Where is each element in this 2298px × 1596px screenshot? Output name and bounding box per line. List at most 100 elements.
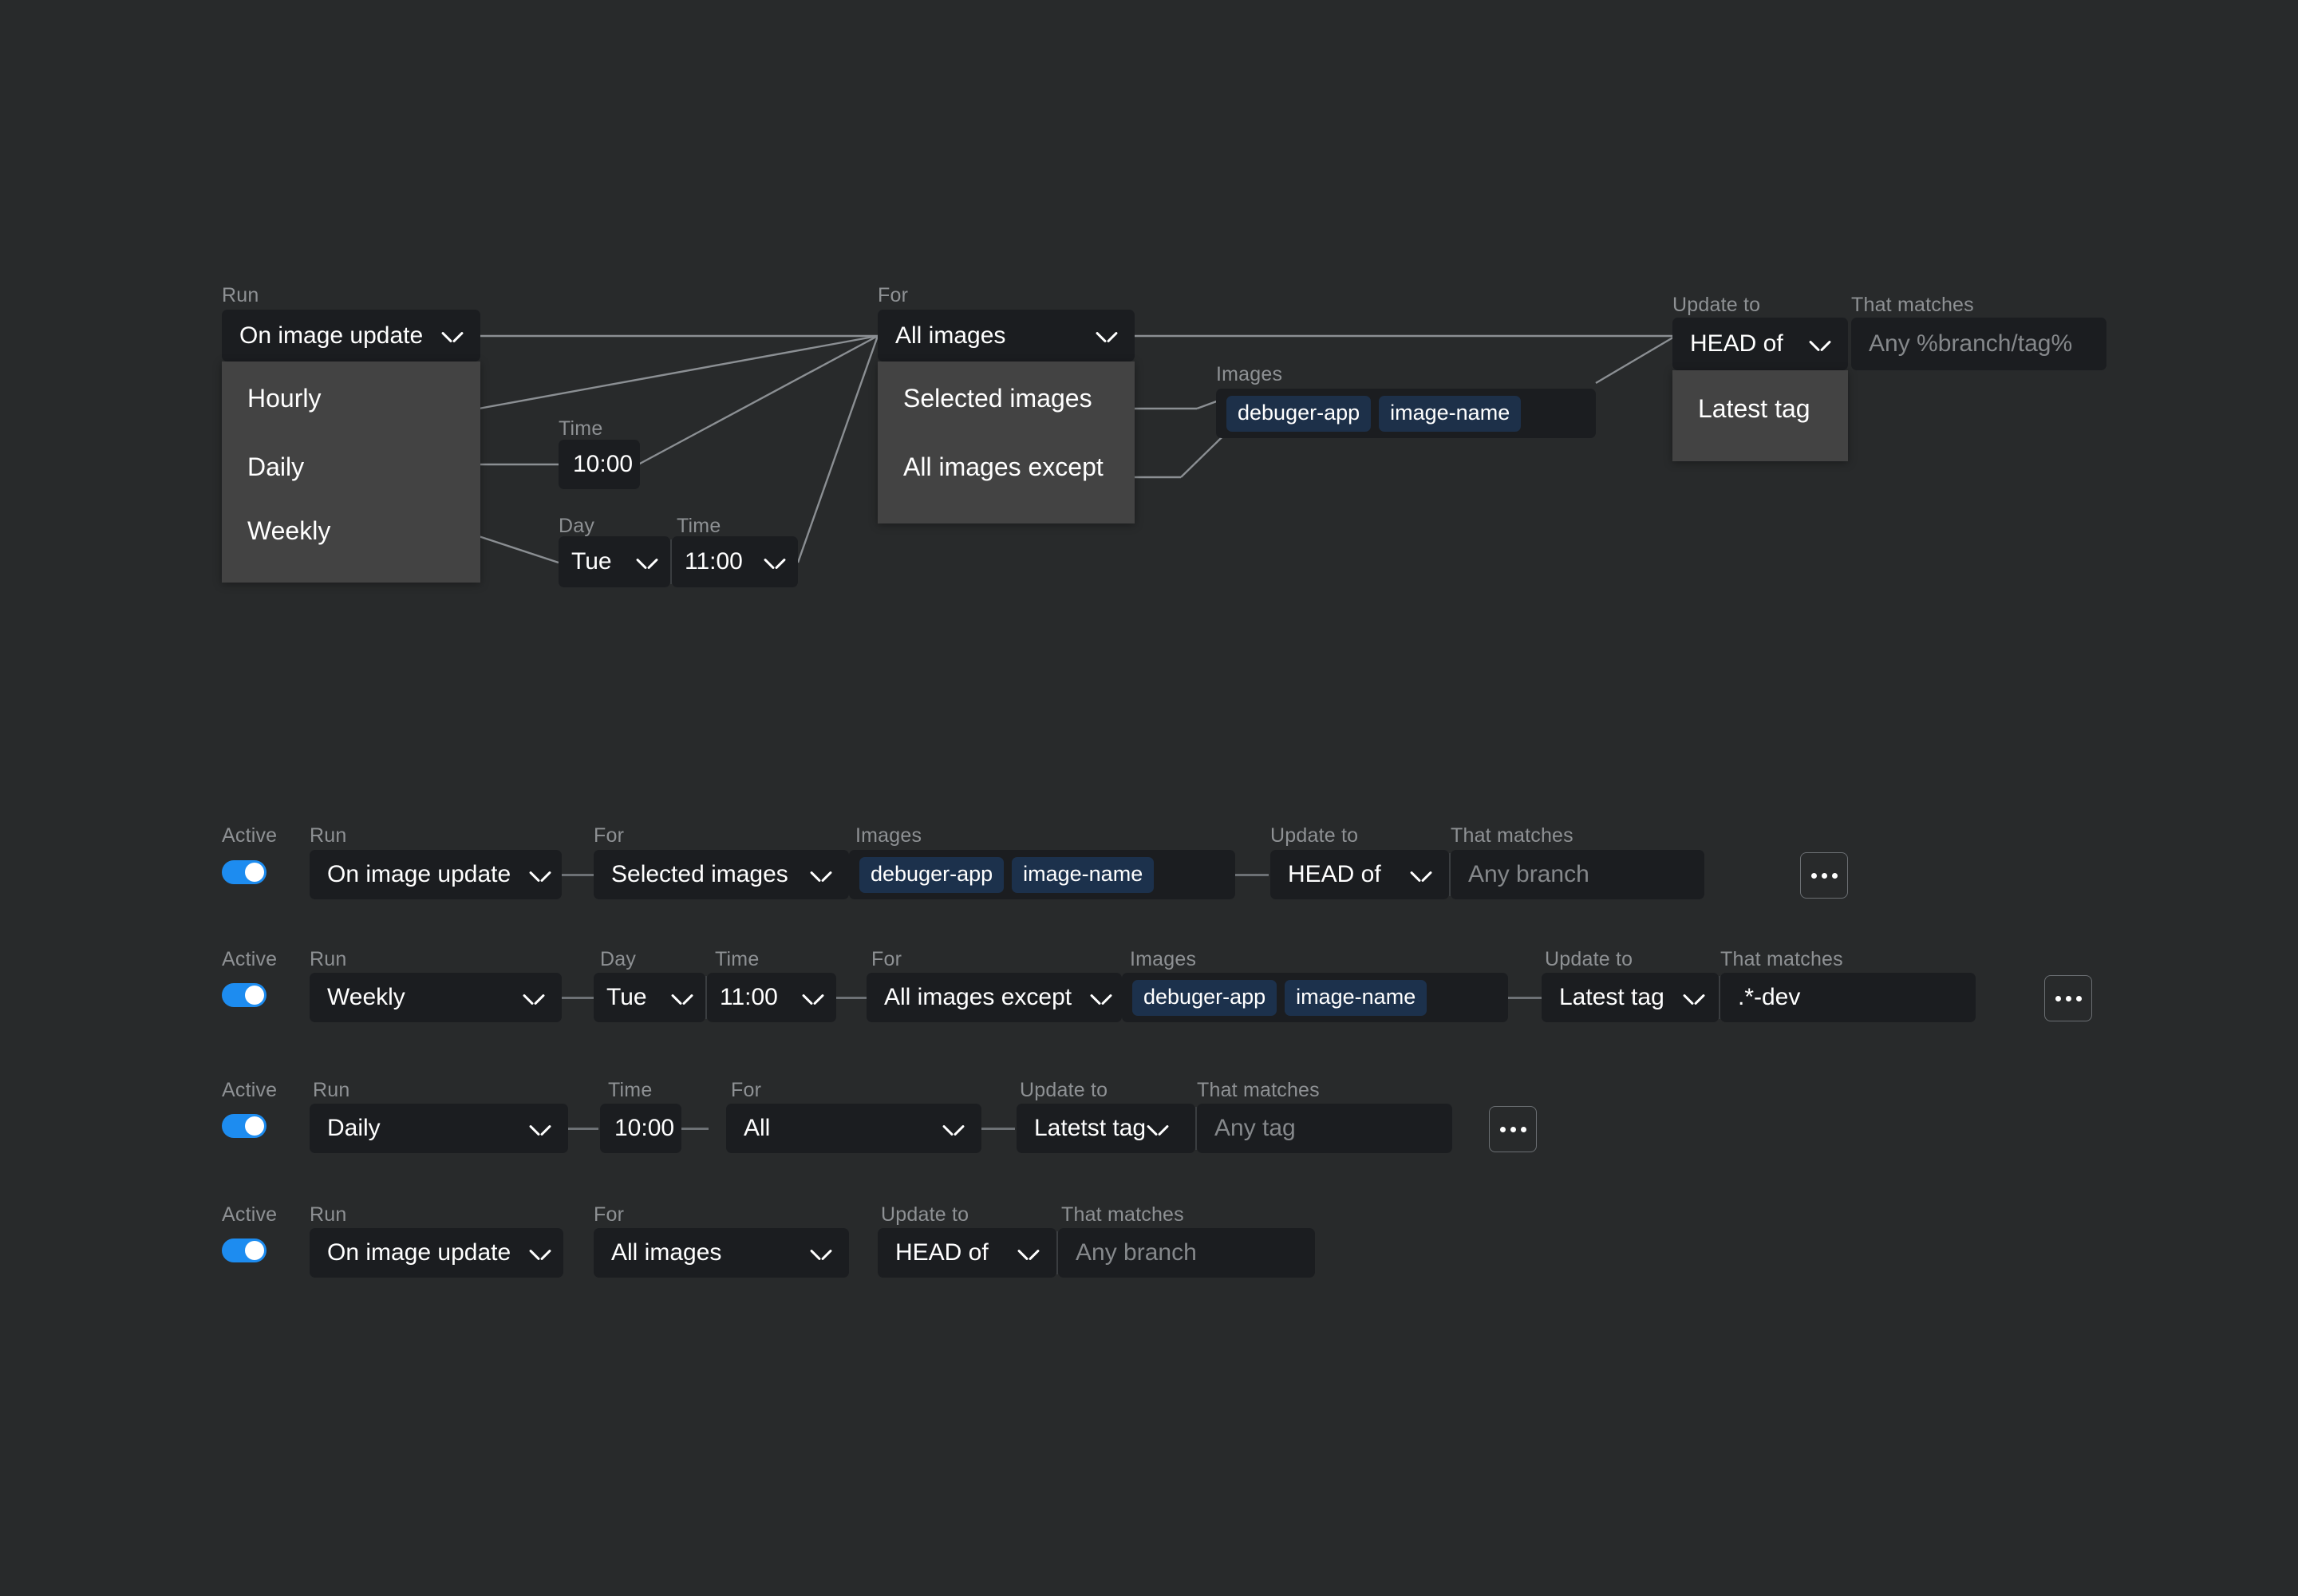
diagram-for-menu-item-selected-images[interactable]: Selected images	[878, 361, 1135, 435]
diagram-weekly-day-select[interactable]: Tue	[559, 536, 670, 587]
row1-for-label: For	[594, 824, 625, 847]
row1-connector-images-update	[1235, 874, 1269, 876]
row3-run-select[interactable]: Daily	[310, 1104, 568, 1153]
image-chip[interactable]: image-name	[1379, 395, 1522, 432]
image-chip[interactable]: debuger-app	[1226, 395, 1372, 432]
menu-item-label: Hourly	[247, 383, 322, 413]
row1-run-select[interactable]: On image update	[310, 850, 562, 899]
row2-run-value: Weekly	[327, 984, 405, 1010]
row2-active-toggle[interactable]	[222, 983, 267, 1007]
row2-time-value: 11:00	[720, 984, 778, 1010]
row2-for-value: All images except	[884, 984, 1072, 1010]
row3-active-toggle[interactable]	[222, 1114, 267, 1138]
diagram-run-menu-item-weekly[interactable]: Weekly	[222, 499, 480, 563]
row2-day-label: Day	[600, 948, 637, 970]
row4-that-matches-placeholder: Any branch	[1076, 1239, 1197, 1266]
row1-active-toggle[interactable]	[222, 860, 267, 884]
diagram-weekly-day-value: Tue	[571, 548, 612, 575]
diagram-weekly-time-select[interactable]: 11:00	[672, 536, 798, 587]
diagram-for-menu[interactable]: Selected images All images except	[878, 361, 1135, 523]
menu-item-label: Latest tag	[1698, 393, 1810, 423]
row3-active-label: Active	[222, 1079, 278, 1101]
diagram-for-select[interactable]: All images	[878, 310, 1135, 361]
diagram-hourly-time-value: 10:00	[573, 451, 634, 477]
row2-run-select[interactable]: Weekly	[310, 973, 562, 1022]
diagram-hourly-time-input[interactable]: 10:00	[559, 440, 640, 489]
row2-images-chipbox[interactable]: debuger-app image-name	[1122, 973, 1508, 1022]
row3-time-input[interactable]: 10:00	[600, 1104, 681, 1153]
diagram-update-to-select[interactable]: HEAD of	[1672, 318, 1848, 370]
chevron-down-icon	[1684, 992, 1704, 1004]
chevron-down-icon	[803, 992, 823, 1004]
diagram-run-menu-item-hourly[interactable]: Hourly	[222, 361, 480, 435]
row1-update-to-select[interactable]: HEAD of	[1270, 850, 1449, 899]
diagram-run-menu-item-daily[interactable]: Daily	[222, 435, 480, 499]
image-chip[interactable]: image-name	[1012, 856, 1155, 893]
row4-update-to-select[interactable]: HEAD of	[878, 1228, 1056, 1278]
chevron-down-icon	[764, 556, 785, 568]
toggle-knob	[245, 1241, 264, 1260]
row3-connector-for-update	[981, 1128, 1015, 1130]
row4-for-label: For	[594, 1203, 625, 1226]
row1-for-select[interactable]: Selected images	[594, 850, 849, 899]
row3-update-to-label: Update to	[1020, 1079, 1108, 1101]
toggle-knob	[245, 986, 264, 1005]
row3-for-value: All	[744, 1115, 771, 1141]
image-chip[interactable]: image-name	[1285, 979, 1427, 1016]
ellipsis-dot	[2065, 995, 2071, 1001]
image-chip[interactable]: debuger-app	[859, 856, 1005, 893]
row4-for-select[interactable]: All images	[594, 1228, 849, 1278]
row2-time-label: Time	[715, 948, 760, 970]
chevron-down-icon	[1091, 992, 1111, 1004]
row2-day-select[interactable]: Tue	[594, 973, 705, 1022]
row3-update-to-select[interactable]: Latetst tag	[1017, 1104, 1195, 1153]
ellipsis-dot	[1520, 1126, 1526, 1132]
diagram-images-chipbox[interactable]: debuger-app image-name	[1216, 389, 1596, 438]
row2-run-label: Run	[310, 948, 347, 970]
chevron-down-icon	[523, 992, 544, 1004]
diagram-run-select[interactable]: On image update	[222, 310, 480, 361]
diagram-for-label: For	[878, 284, 909, 306]
row2-connector-images-update	[1508, 997, 1542, 999]
row4-that-matches-label: That matches	[1061, 1203, 1184, 1226]
diagram-weekly-time-value: 11:00	[685, 548, 743, 575]
row3-run-label: Run	[313, 1079, 350, 1101]
row3-time-value: 10:00	[614, 1115, 675, 1141]
diagram-that-matches-input[interactable]: Any %branch/tag%	[1851, 318, 2106, 370]
row3-that-matches-input[interactable]: Any tag	[1197, 1104, 1452, 1153]
row1-that-matches-input[interactable]: Any branch	[1451, 850, 1704, 899]
row3-more-button[interactable]	[1489, 1106, 1537, 1152]
row2-for-select[interactable]: All images except	[867, 973, 1122, 1022]
diagram-update-to-menu[interactable]: Latest tag	[1672, 370, 1848, 461]
row3-for-select[interactable]: All	[726, 1104, 981, 1153]
row2-that-matches-input[interactable]: .*-dev	[1720, 973, 1976, 1022]
chevron-down-icon	[1018, 1247, 1039, 1259]
row2-update-to-select[interactable]: Latest tag	[1542, 973, 1719, 1022]
chevron-down-icon	[811, 869, 831, 881]
menu-item-label: Selected images	[903, 383, 1092, 413]
chevron-down-icon	[1810, 338, 1830, 350]
row1-images-chipbox[interactable]: debuger-app image-name	[849, 850, 1235, 899]
field-divider	[705, 976, 707, 1019]
row2-update-to-label: Update to	[1545, 948, 1633, 970]
row4-active-toggle[interactable]	[222, 1238, 267, 1262]
diagram-run-menu[interactable]: Hourly Daily Weekly	[222, 361, 480, 583]
menu-item-label: Daily	[247, 452, 305, 481]
menu-item-label: Weekly	[247, 516, 331, 545]
row1-more-button[interactable]	[1800, 852, 1848, 899]
diagram-that-matches-placeholder: Any %branch/tag%	[1869, 330, 2073, 357]
row1-active-label: Active	[222, 824, 278, 847]
image-chip[interactable]: debuger-app	[1132, 979, 1277, 1016]
row2-time-select[interactable]: 11:00	[707, 973, 836, 1022]
row2-more-button[interactable]	[2044, 975, 2092, 1021]
chevron-down-icon	[1411, 869, 1431, 881]
field-divider	[1056, 1231, 1058, 1274]
row4-that-matches-input[interactable]: Any branch	[1058, 1228, 1315, 1278]
diagram-for-menu-item-all-images-except[interactable]: All images except	[878, 435, 1135, 499]
row3-that-matches-label: That matches	[1197, 1079, 1320, 1101]
diagram-update-to-menu-item-latest-tag[interactable]: Latest tag	[1672, 370, 1848, 447]
diagram-hourly-time-label: Time	[559, 417, 603, 440]
row4-run-select[interactable]: On image update	[310, 1228, 563, 1278]
row4-update-to-label: Update to	[881, 1203, 969, 1226]
